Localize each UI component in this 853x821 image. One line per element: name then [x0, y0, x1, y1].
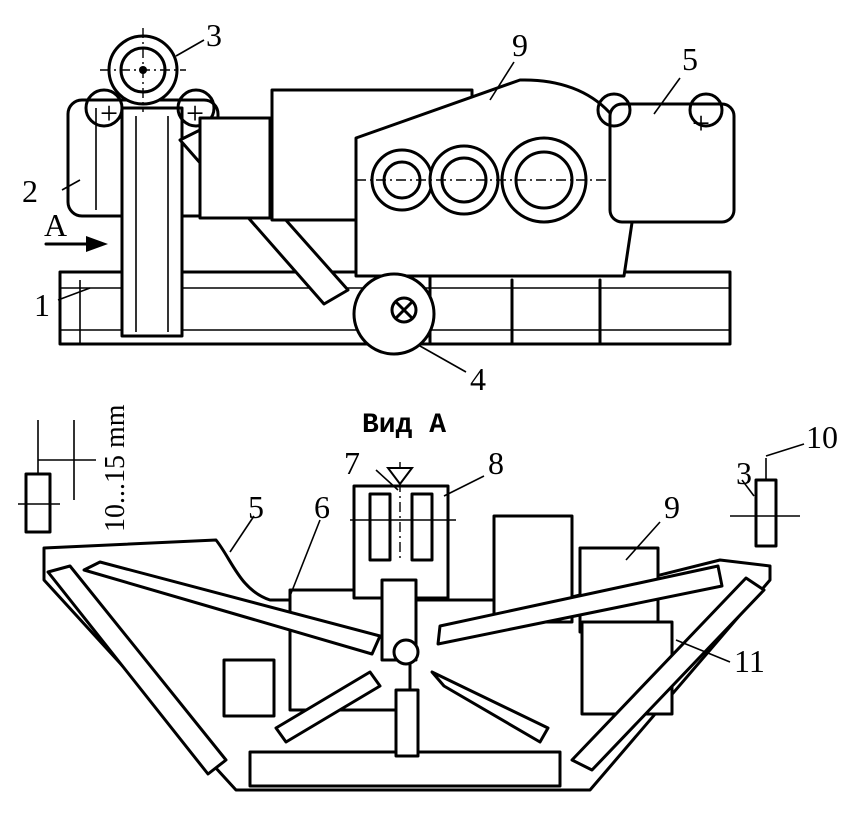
callout-10-bottom: 10 — [806, 419, 838, 455]
callout-6-bottom: 6 — [314, 489, 330, 525]
front-view-a: 3 5 6 7 8 9 10 11 — [18, 419, 838, 792]
callout-1-top: 1 — [34, 287, 50, 323]
callout-9-bottom: 9 — [664, 489, 680, 525]
callout-5-top: 5 — [682, 41, 698, 77]
view-arrow-label: А — [44, 207, 67, 243]
left-beam — [82, 560, 382, 656]
view-title: Вид А — [362, 410, 446, 441]
center-hub — [392, 638, 420, 666]
right-motor — [608, 102, 736, 224]
housing-block — [198, 116, 272, 220]
callout-11-bottom: 11 — [734, 643, 765, 679]
callout-3-bottom: 3 — [736, 455, 752, 491]
svg-text:+: + — [692, 105, 710, 141]
callout-5-bottom: 5 — [248, 489, 264, 525]
right-clamp — [754, 478, 778, 548]
callout-2-top: 2 — [22, 173, 38, 209]
callout-4-top: 4 — [470, 361, 486, 397]
callout-3-top: 3 — [206, 17, 222, 53]
right-diagonal — [570, 576, 766, 772]
side-elevation-view: + + + — [22, 17, 736, 397]
callout-8-bottom: 8 — [488, 445, 504, 481]
callout-7-bottom: 7 — [344, 445, 360, 481]
vertical-column — [120, 106, 184, 338]
right-beam — [436, 564, 724, 646]
callout-9-top: 9 — [512, 27, 528, 63]
left-clamp — [24, 472, 52, 534]
left-diagonal — [46, 564, 228, 776]
dimension-label: 10...15 mm — [100, 404, 131, 532]
